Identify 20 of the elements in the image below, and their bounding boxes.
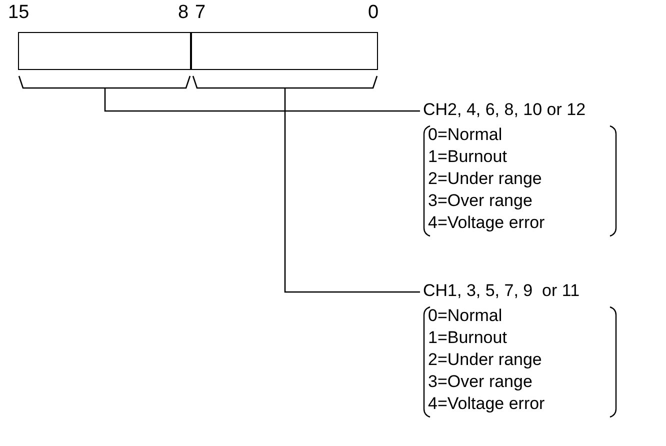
status-code: 3=Over range — [428, 372, 532, 392]
channel-label: CH1, 3, 5, 7, 9 or 11 — [423, 281, 580, 301]
status-code: 4=Voltage error — [428, 394, 545, 414]
bit-number: 15 — [8, 3, 30, 23]
bit-field — [191, 32, 378, 70]
status-code: 1=Burnout — [428, 328, 507, 348]
bit-number: 7 — [195, 3, 206, 23]
bit-number: 8 — [178, 3, 189, 23]
bit-field — [18, 32, 191, 70]
leader-line — [104, 88, 420, 112]
status-code: 1=Burnout — [428, 147, 507, 167]
channel-label: CH2, 4, 6, 8, 10 or 12 — [423, 100, 586, 120]
status-code: 3=Over range — [428, 191, 532, 211]
status-code: 2=Under range — [428, 169, 542, 189]
status-code: 2=Under range — [428, 350, 542, 370]
status-code: 0=Normal — [428, 125, 502, 145]
status-code: 0=Normal — [428, 306, 502, 326]
leader-line — [284, 88, 420, 293]
status-code: 4=Voltage error — [428, 213, 545, 233]
bit-number: 0 — [368, 3, 379, 23]
